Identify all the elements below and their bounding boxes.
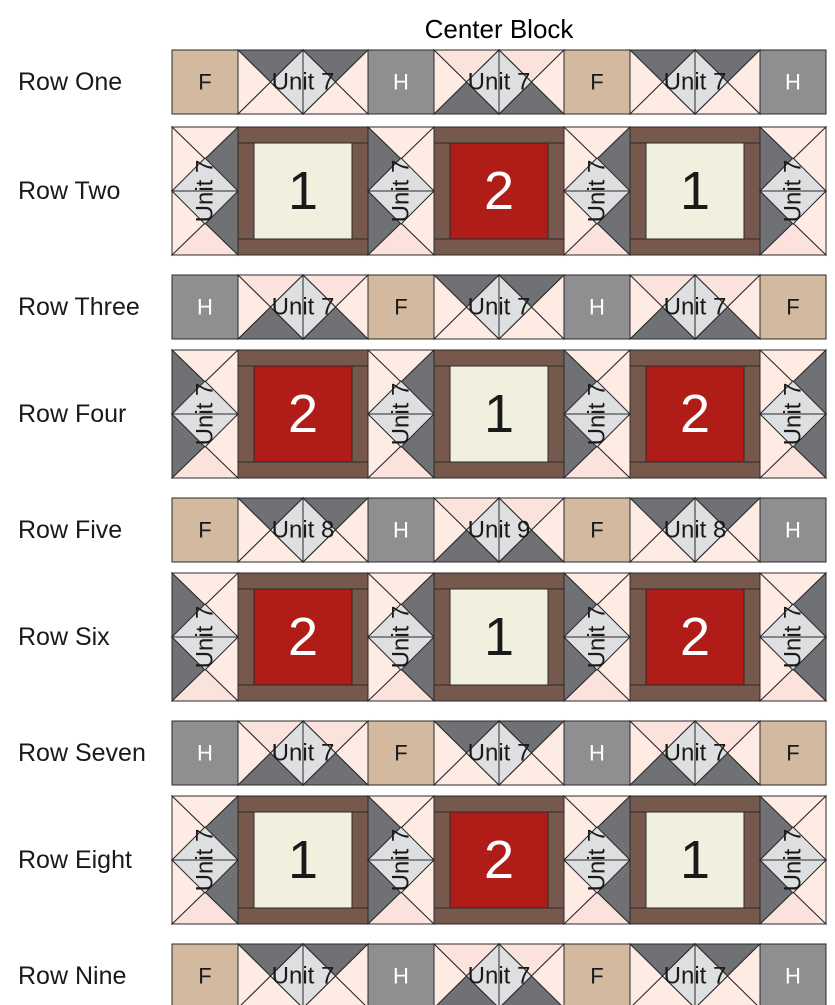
row-label: Row Three [18,293,140,321]
unit-label: Unit 7 [780,829,807,892]
quilt-row: Row Three H Unit 7 F Unit 7 H Unit 7 F [18,275,826,339]
block-number: 2 [288,384,318,444]
unit-label: Unit 7 [780,160,807,223]
block-number: 1 [680,161,710,221]
unit-label: Unit 7 [664,740,727,767]
square-letter: H [589,295,605,320]
quilt-row: Row Seven H Unit 7 F Unit 7 H Unit 7 F [18,721,826,785]
square-letter: H [589,741,605,766]
unit-label: Unit 7 [468,294,531,321]
unit-label: Unit 7 [388,829,415,892]
square-letter: F [198,964,211,989]
block-number: 2 [484,830,514,890]
unit-label: Unit 7 [192,829,219,892]
unit-label: Unit 7 [388,606,415,669]
quilt-row: Row One F Unit 7 H Unit 7 F Unit 7 H [18,50,826,114]
unit-label: Unit 7 [192,606,219,669]
row-label: Row Nine [18,962,126,990]
unit-label: Unit 7 [272,963,335,990]
square-letter: F [590,964,603,989]
unit-label: Unit 7 [192,160,219,223]
square-letter: F [786,295,799,320]
quilt-row: Row Six Unit 7 2 Unit 7 1 Unit 7 2 Unit 7 [18,573,826,701]
square-letter: H [197,741,213,766]
square-letter: H [197,295,213,320]
unit-label: Unit 9 [468,517,531,544]
quilt-row: Row Four Unit 7 2 Unit 7 1 Unit 7 2 Unit 7 [18,350,826,478]
square-letter: H [393,964,409,989]
row-label: Row Two [18,177,120,205]
unit-label: Unit 7 [780,606,807,669]
unit-label: Unit 7 [388,160,415,223]
square-letter: F [394,295,407,320]
row-label: Row Four [18,400,126,428]
square-letter: F [198,70,211,95]
row-label: Row Seven [18,739,146,767]
square-letter: H [393,518,409,543]
unit-label: Unit 8 [272,517,335,544]
unit-label: Unit 7 [664,963,727,990]
square-letter: F [198,518,211,543]
row-label: Row Five [18,516,122,544]
block-number: 2 [288,607,318,667]
square-letter: F [590,70,603,95]
quilt-row: Row Nine F Unit 7 H Unit 7 F Unit 7 H [18,944,826,1005]
unit-label: Unit 8 [664,517,727,544]
unit-label: Unit 7 [468,69,531,96]
unit-label: Unit 7 [272,740,335,767]
unit-label: Unit 7 [780,383,807,446]
square-letter: F [394,741,407,766]
unit-label: Unit 7 [388,383,415,446]
unit-label: Unit 7 [664,69,727,96]
square-letter: H [785,964,801,989]
unit-label: Unit 7 [584,383,611,446]
unit-label: Unit 7 [584,160,611,223]
unit-label: Unit 7 [468,963,531,990]
block-number: 2 [680,607,710,667]
row-label: Row One [18,68,122,96]
block-number: 1 [484,607,514,667]
block-number: 2 [484,161,514,221]
quilt-row: Row Two Unit 7 1 Unit 7 2 Unit 7 1 Unit 7 [18,127,826,255]
block-number: 1 [288,830,318,890]
quilt-row: Row Eight Unit 7 1 Unit 7 2 Unit 7 1 Unit 7 [18,796,826,924]
unit-label: Unit 7 [468,740,531,767]
diagram-title: Center Block [425,14,575,44]
block-number: 1 [680,830,710,890]
block-number: 2 [680,384,710,444]
row-label: Row Six [18,623,110,651]
unit-label: Unit 7 [664,294,727,321]
row-label: Row Eight [18,846,132,874]
block-number: 1 [484,384,514,444]
block-number: 1 [288,161,318,221]
square-letter: F [786,741,799,766]
unit-label: Unit 7 [584,829,611,892]
square-letter: F [590,518,603,543]
unit-label: Unit 7 [272,69,335,96]
square-letter: H [393,70,409,95]
square-letter: H [785,518,801,543]
unit-label: Unit 7 [584,606,611,669]
unit-label: Unit 7 [192,383,219,446]
square-letter: H [785,70,801,95]
quilt-row: Row Five F Unit 8 H Unit 9 F Unit 8 H [18,498,826,562]
unit-label: Unit 7 [272,294,335,321]
